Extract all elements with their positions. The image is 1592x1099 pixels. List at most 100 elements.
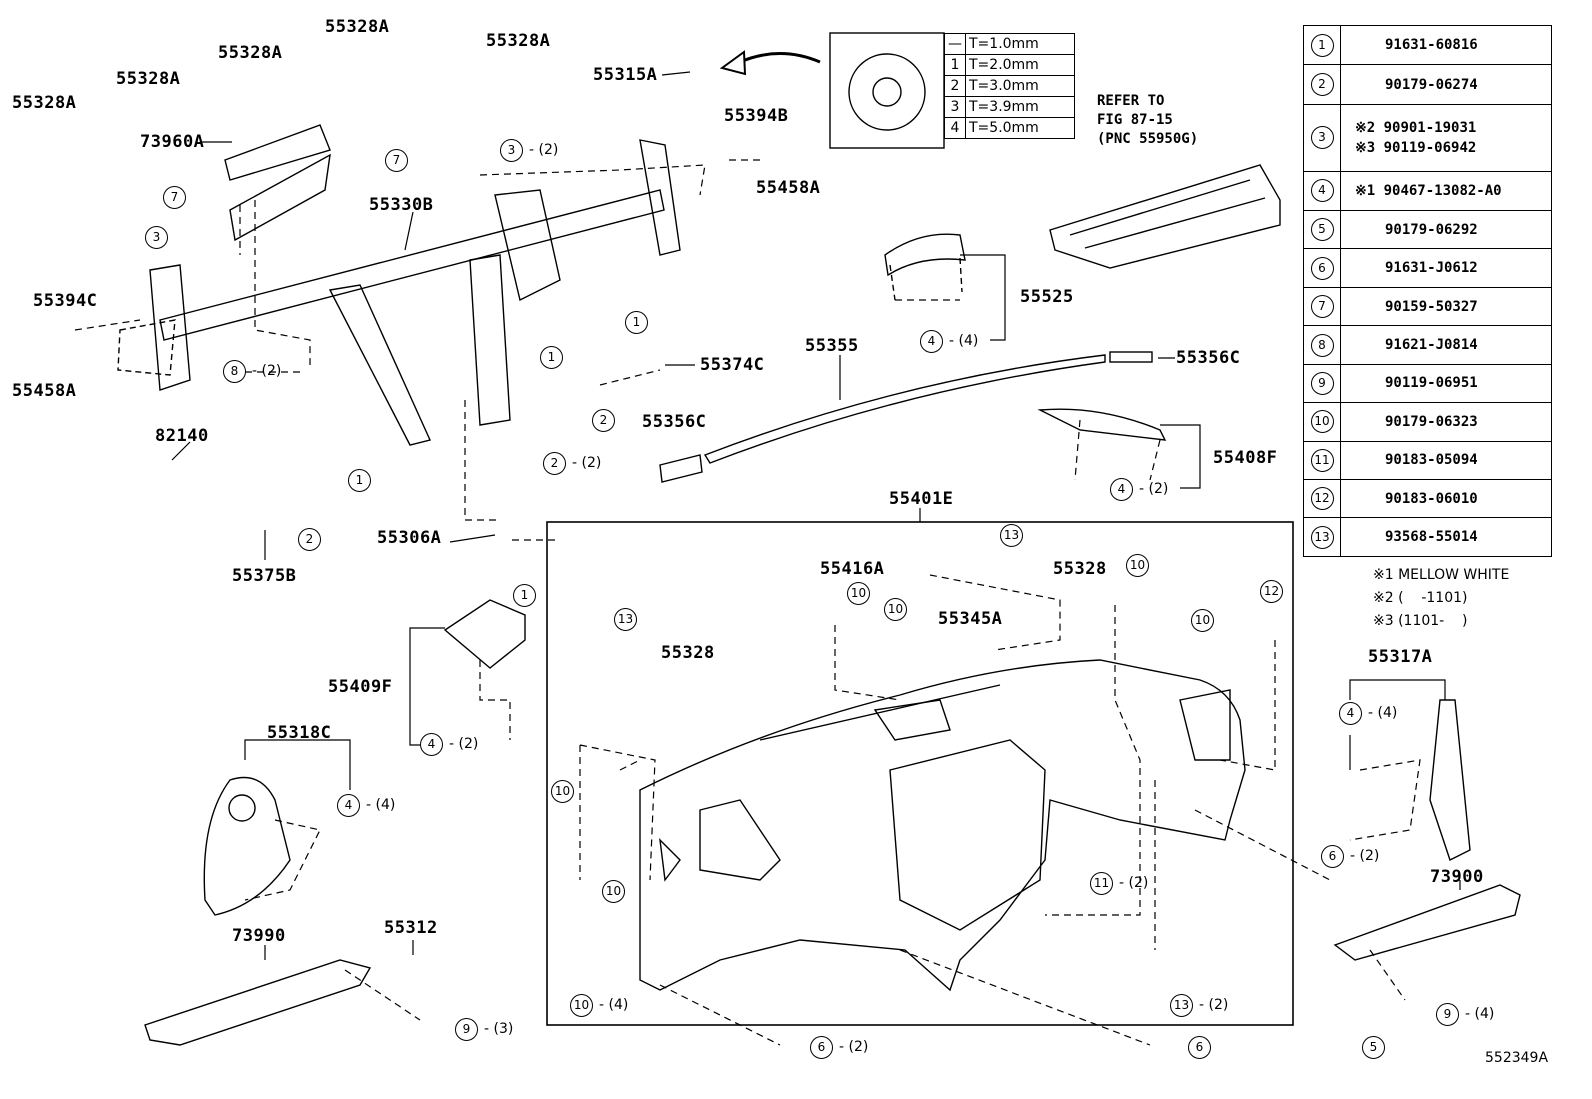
thickness-key: 2 — [944, 75, 966, 97]
part-label: 55328A — [486, 31, 551, 51]
parts-row: 3※2 90901-19031 ※3 90119-06942 — [1303, 103, 1552, 172]
callout: 6- (2) — [810, 1036, 868, 1059]
part-label: 55328A — [116, 69, 181, 89]
note-1: ※1 MELLOW WHITE — [1373, 567, 1510, 583]
part-label: 55318C — [267, 723, 332, 743]
callout: 2- (2) — [543, 452, 601, 475]
part-label: 55356C — [642, 412, 707, 432]
part-label: 55409F — [328, 677, 393, 697]
part-index: 5 — [1310, 218, 1334, 242]
callout: 8- (2) — [223, 360, 281, 383]
part-label: 55401E — [889, 489, 954, 509]
part-number: 90119-06951 — [1340, 363, 1552, 404]
part-number: ※1 90467-13082-A0 — [1340, 170, 1552, 212]
callout: 1 — [625, 311, 648, 334]
part-number: 91621-J0814 — [1340, 325, 1552, 365]
upper-cover-55525 — [884, 233, 966, 277]
callout: 1 — [513, 584, 536, 607]
part-index: 9 — [1310, 371, 1334, 395]
part-number: 90179-06274 — [1340, 64, 1552, 105]
duct-drawing — [1049, 164, 1281, 269]
cross-beam-drawing — [117, 124, 681, 446]
callout: 13- (2) — [1170, 994, 1228, 1017]
callout: 4- (4) — [1339, 702, 1397, 725]
thickness-value: T=3.0mm — [965, 75, 1075, 97]
callout: 4- (2) — [420, 733, 478, 756]
part-label: 55374C — [700, 355, 765, 375]
part-label: 73960A — [140, 132, 205, 152]
callout: 10 — [1126, 554, 1149, 577]
part-label: 55328A — [325, 17, 390, 37]
part-number: ※2 90901-19031 ※3 90119-06942 — [1340, 103, 1552, 172]
part-index: 11 — [1310, 448, 1334, 472]
callout: 10 — [847, 582, 870, 605]
part-label: 55458A — [756, 178, 821, 198]
part-index: 1 — [1310, 33, 1334, 57]
part-label: 55525 — [1020, 287, 1074, 307]
thickness-value: T=2.0mm — [965, 54, 1075, 76]
shim-detail-box — [829, 32, 945, 149]
instrument-panel-drawing — [639, 659, 1246, 992]
part-label: 55458A — [12, 381, 77, 401]
diagram-code: 552349A — [1485, 1050, 1549, 1066]
part-label: 55355 — [805, 336, 859, 356]
defroster-strip — [703, 354, 1106, 464]
note-2: ※2 ( -1101) — [1373, 590, 1468, 606]
callout: 6 — [1188, 1036, 1211, 1059]
part-label: 55356C — [1176, 348, 1241, 368]
thickness-row: —T=1.0mm — [944, 33, 1075, 55]
part-index: 12 — [1310, 487, 1334, 511]
part-index: 7 — [1310, 295, 1334, 319]
callout: 9- (3) — [455, 1018, 513, 1041]
part-label: 55328A — [218, 43, 283, 63]
part-index: 4 — [1310, 179, 1334, 203]
garnish-55317A — [1429, 699, 1471, 861]
part-label: 55408F — [1213, 448, 1278, 468]
callout: 5 — [1362, 1036, 1385, 1059]
callout: 7 — [385, 149, 408, 172]
thickness-value: T=3.9mm — [965, 96, 1075, 118]
part-number: 93568-55014 — [1340, 517, 1552, 557]
garnish-55318C — [203, 776, 291, 916]
callout: 10 — [884, 598, 907, 621]
part-index: 10 — [1310, 410, 1334, 434]
part-index: 6 — [1310, 256, 1334, 280]
part-label: 55416A — [820, 559, 885, 579]
part-label: 73990 — [232, 926, 286, 946]
part-label: 55328A — [12, 93, 77, 113]
part-label: 55312 — [384, 918, 438, 938]
callout: 2 — [298, 528, 321, 551]
callout: 1 — [540, 346, 563, 369]
part-label: 73900 — [1430, 867, 1484, 887]
callout: 2 — [592, 409, 615, 432]
callout: 10 — [551, 780, 574, 803]
trim-73900 — [1333, 884, 1521, 961]
part-label: 55315A — [593, 65, 658, 85]
callout: 13 — [1000, 524, 1023, 547]
callout: 13 — [614, 608, 637, 631]
callout: 7 — [163, 186, 186, 209]
part-label: 55345A — [938, 609, 1003, 629]
part-label: 82140 — [155, 426, 209, 446]
part-label: 55330B — [369, 195, 434, 215]
part-label: 55375B — [232, 566, 297, 586]
part-number: 90183-05094 — [1340, 440, 1552, 481]
part-number: 90179-06323 — [1340, 402, 1552, 442]
